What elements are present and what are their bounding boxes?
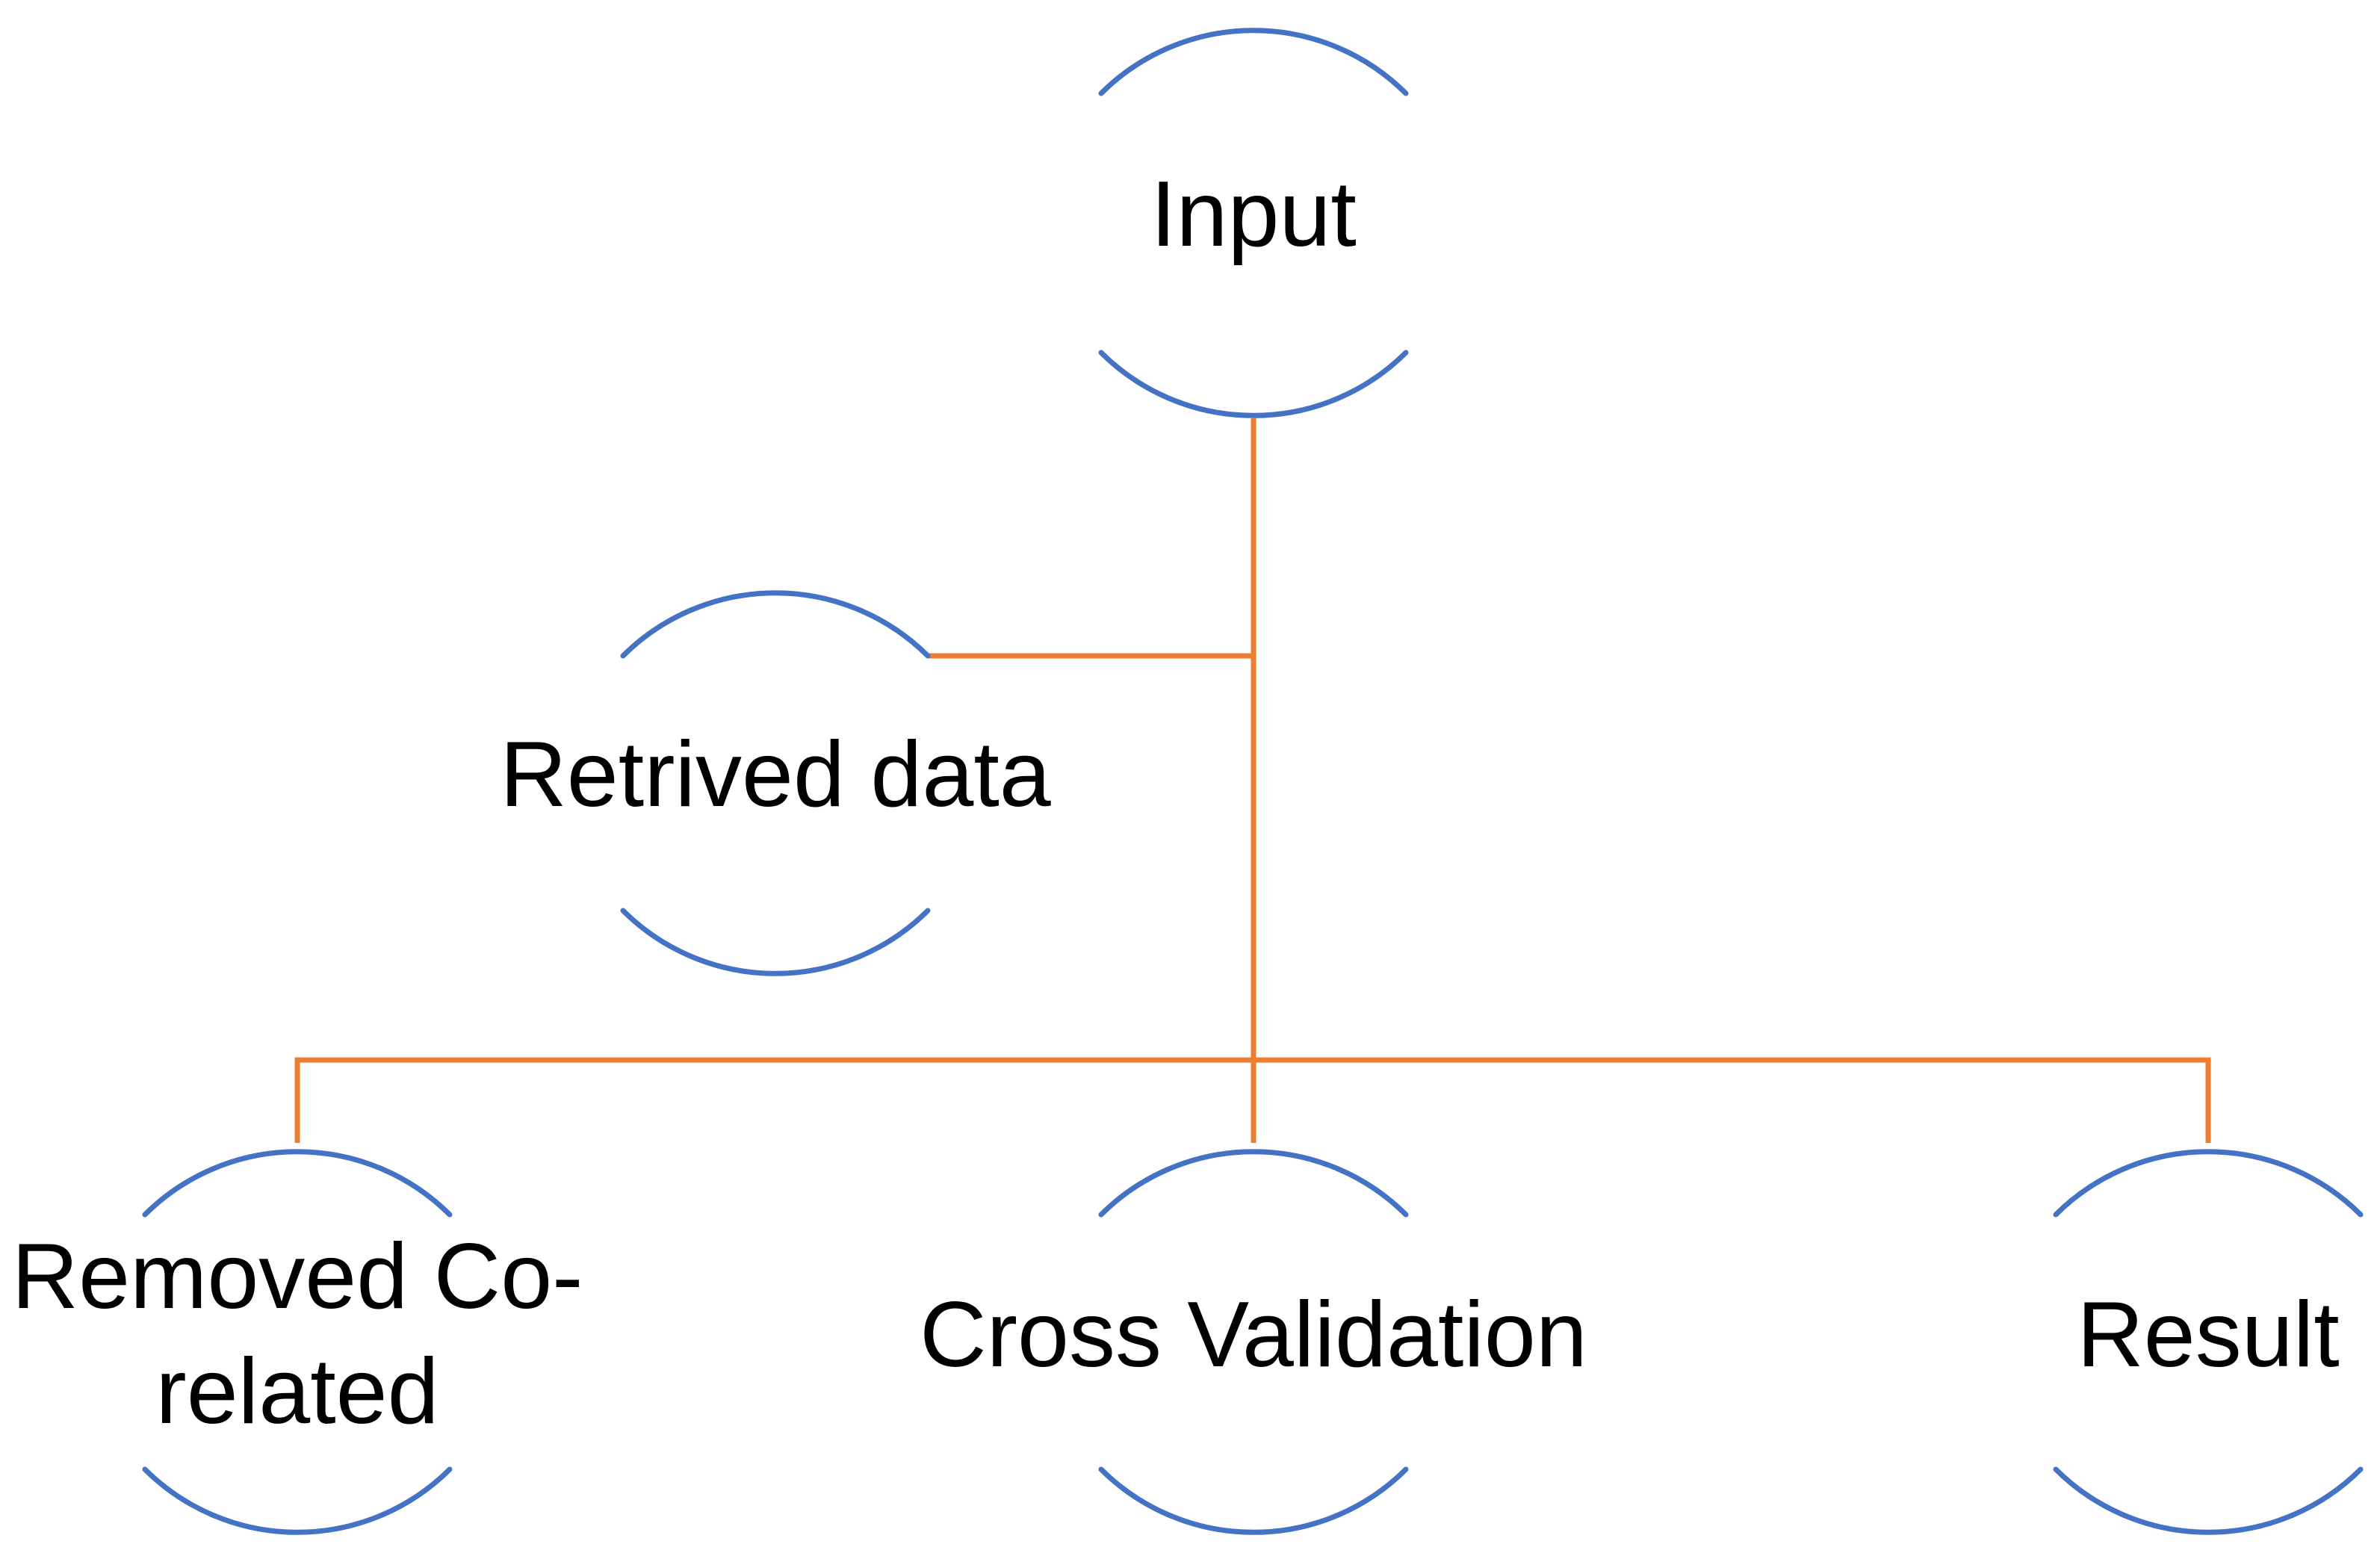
- connectors: [294, 418, 2211, 1143]
- node-retrived-data-label: Retrived data: [500, 723, 1051, 826]
- node-cross-validation-bottom-arc: [1098, 1466, 1409, 1535]
- node-removed-co-related: Removed Co- related: [12, 1149, 583, 1535]
- node-input: Input: [1098, 28, 1409, 418]
- node-removed-co-related-label-line2: related: [155, 1340, 438, 1443]
- node-result-label: Result: [2077, 1283, 2339, 1386]
- node-cross-validation: Cross Validation: [920, 1149, 1587, 1535]
- node-retrived-data: Retrived data: [500, 590, 1051, 976]
- node-removed-co-related-bottom-arc: [142, 1466, 453, 1535]
- node-result: Result: [2053, 1149, 2364, 1535]
- node-retrived-data-bottom-arc: [620, 908, 931, 976]
- node-input-top-arc: [1098, 28, 1409, 96]
- node-cross-validation-label: Cross Validation: [920, 1283, 1587, 1386]
- node-removed-co-related-label-line1: Removed Co-: [12, 1225, 583, 1328]
- node-result-bottom-arc: [2053, 1466, 2364, 1535]
- node-input-bottom-arc: [1098, 350, 1409, 418]
- node-removed-co-related-top-arc: [142, 1149, 453, 1218]
- node-retrived-data-top-arc: [620, 590, 931, 659]
- node-cross-validation-top-arc: [1098, 1149, 1409, 1218]
- node-input-label: Input: [1150, 163, 1357, 266]
- node-result-top-arc: [2053, 1149, 2364, 1218]
